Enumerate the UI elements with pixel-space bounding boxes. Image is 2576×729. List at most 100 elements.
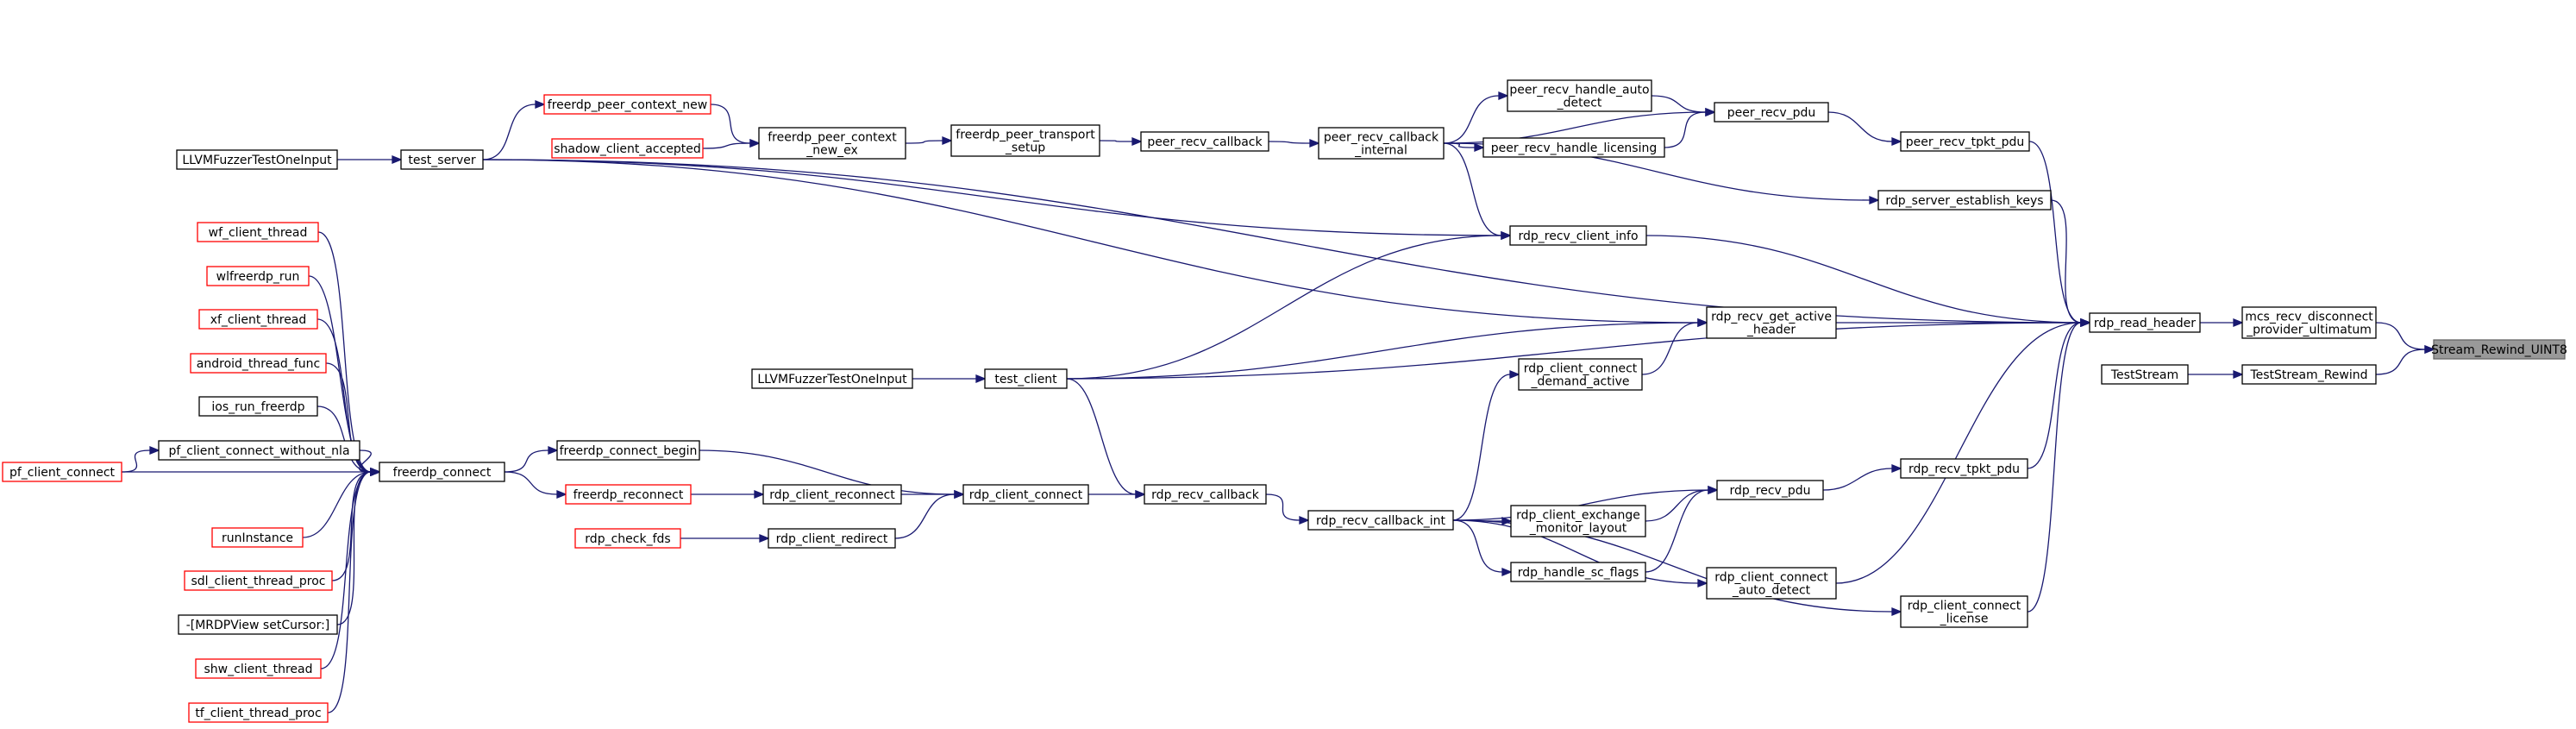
node-rdp-recv-get-active-header[interactable]: rdp_recv_get_active_header: [1706, 306, 1837, 339]
node-box: [1716, 480, 1824, 500]
edge-line: [710, 104, 751, 144]
edge-line: [1452, 519, 1699, 584]
node-rdp-client-exchange-monitor-layout[interactable]: rdp_client_exchange_monitor_layout: [1510, 505, 1646, 537]
node-rdp-recv-callback[interactable]: rdp_recv_callback: [1144, 484, 1267, 505]
node-label: -[MRDPView setCursor:]: [186, 619, 330, 632]
node-freerdp-peer-context-new-ex[interactable]: freerdp_peer_context_new_ex: [758, 127, 906, 160]
node-box: [1144, 484, 1267, 505]
node-rdp-handle-sc-flags[interactable]: rdp_handle_sc_flags: [1510, 562, 1646, 582]
node-label: rdp_recv_pdu: [1730, 484, 1811, 498]
edge-wf_client_thread-to-freerdp_connect: [317, 231, 381, 476]
edge-rdp_recv_callback_int-to-rdp_handle_sc_flags: [1452, 519, 1513, 576]
edge-line: [1066, 322, 1699, 380]
edge-line: [2050, 199, 2082, 324]
node-freerdp-peer-transport-setup[interactable]: freerdp_peer_transport_setup: [950, 124, 1100, 157]
edge-line: [482, 104, 536, 160]
node-peer-recv-pdu[interactable]: peer_recv_pdu: [1714, 102, 1829, 123]
node-rdp-client-connect-auto-detect[interactable]: rdp_client_connect_auto_detect: [1706, 567, 1837, 600]
node-label: freerdp_connect_begin: [560, 444, 698, 458]
node-box: [1140, 131, 1269, 152]
node-label: tf_client_thread_proc: [195, 707, 321, 720]
edge-line: [1835, 322, 2082, 584]
node-box: [2241, 364, 2377, 385]
node-mcs-recv-disconnect[interactable]: mcs_recv_disconnect_provider_ultimatum: [2241, 306, 2377, 339]
node-shw-client-thread[interactable]: shw_client_thread: [195, 658, 322, 679]
arrowhead-icon: [954, 490, 965, 499]
node-freerdp-connect-begin[interactable]: freerdp_connect_begin: [556, 440, 700, 461]
arrowhead-icon: [2233, 370, 2244, 379]
node-peer-recv-handle-licensing[interactable]: peer_recv_handle_licensing: [1482, 137, 1665, 158]
node-freerdp-peer-context-new[interactable]: freerdp_peer_context_new: [543, 94, 711, 115]
edge-line: [1827, 111, 1893, 142]
node-label: peer_recv_callback: [1324, 131, 1439, 145]
node-pf-client-connect[interactable]: pf_client_connect: [2, 462, 122, 482]
edge-line: [2375, 349, 2426, 375]
edge-line: [905, 140, 943, 144]
node-teststream-rewind[interactable]: TestStream_Rewind: [2241, 364, 2377, 385]
node-stream-rewind-uint8[interactable]: Stream_Rewind_UINT8: [2431, 339, 2567, 360]
node-peer-recv-callback-internal[interactable]: peer_recv_callback_internal: [1318, 127, 1445, 160]
node-rdp-recv-tpkt-pdu[interactable]: rdp_recv_tpkt_pdu: [1900, 458, 2028, 479]
edge-peer_recv_pdu-to-peer_recv_tpkt_pdu: [1827, 111, 1902, 146]
edge-tf_client_thread_proc-to-freerdp_connect: [327, 468, 381, 713]
node-rdp-recv-pdu[interactable]: rdp_recv_pdu: [1716, 480, 1824, 500]
edge-line: [1641, 322, 1699, 375]
node-box: [1706, 567, 1837, 600]
node-label: _detect: [1557, 97, 1602, 110]
node-peer-recv-tpkt-pdu[interactable]: peer_recv_tpkt_pdu: [1900, 131, 2030, 152]
node-runinstance[interactable]: runInstance: [211, 527, 304, 548]
arrowhead-icon: [556, 490, 567, 499]
arrowhead-icon: [2233, 318, 2244, 327]
edge-rdp_client_connect_auto_detect-to-rdp_read_header: [1835, 318, 2091, 584]
node-box: [2101, 364, 2189, 385]
node-rdp-client-connect-demand-active[interactable]: rdp_client_connect_demand_active: [1518, 358, 1643, 391]
node-llvm-fuzzer-client[interactable]: LLVMFuzzerTestOneInput: [751, 368, 913, 389]
node-rdp-recv-callback-int[interactable]: rdp_recv_callback_int: [1307, 510, 1454, 531]
node-rdp-check-fds[interactable]: rdp_check_fds: [574, 528, 681, 549]
node-rdp-server-establish-keys[interactable]: rdp_server_establish_keys: [1877, 190, 2052, 211]
node-android-thread-func[interactable]: android_thread_func: [190, 353, 327, 374]
node-freerdp-reconnect[interactable]: freerdp_reconnect: [565, 484, 692, 505]
node-rdp-client-connect-license[interactable]: rdp_client_connect_license: [1900, 595, 2028, 628]
arrowhead-icon: [1891, 137, 1902, 146]
node-ios-run-freerdp[interactable]: ios_run_freerdp: [198, 396, 318, 417]
node-wlfreerdp-run[interactable]: wlfreerdp_run: [206, 266, 310, 286]
node-pf-client-connect-without-nla[interactable]: pf_client_connect_without_nla: [158, 440, 360, 461]
node-label: test_client: [994, 373, 1057, 386]
edge-line: [1443, 142, 1502, 236]
edge-line: [359, 449, 372, 473]
node-box: [2089, 312, 2201, 333]
node-peer-recv-handle-auto-detect[interactable]: peer_recv_handle_auto_detect: [1507, 79, 1652, 112]
node-label: LLVMFuzzerTestOneInput: [182, 154, 332, 167]
edge-teststream-to-teststream_rewind: [2188, 370, 2244, 379]
node-rdp-read-header[interactable]: rdp_read_header: [2089, 312, 2201, 333]
node-llvm-fuzzer-server[interactable]: LLVMFuzzerTestOneInput: [176, 149, 338, 170]
node-box: [2, 462, 122, 482]
node-wf-client-thread[interactable]: wf_client_thread: [197, 222, 319, 242]
edge-line: [1268, 141, 1311, 144]
edge-teststream_rewind-to-stream_rewind_uint8: [2375, 345, 2435, 375]
node-tf-client-thread-proc[interactable]: tf_client_thread_proc: [188, 702, 329, 723]
node-test-server[interactable]: test_server: [400, 149, 484, 170]
node-xf-client-thread[interactable]: xf_client_thread: [198, 309, 318, 330]
node-box: [206, 266, 310, 286]
node-rdp-recv-client-info[interactable]: rdp_recv_client_info: [1509, 225, 1647, 246]
node-label: Stream_Rewind_UINT8: [2431, 343, 2567, 357]
edge-freerdp_peer_context_new_ex-to-freerdp_peer_transport_setup: [905, 136, 953, 145]
arrowhead-icon: [548, 446, 559, 455]
node-label: TestStream: [2110, 368, 2178, 382]
node-freerdp-connect[interactable]: freerdp_connect: [379, 462, 505, 482]
node-shadow-client-accepted[interactable]: shadow_client_accepted: [551, 138, 704, 159]
node-sdl-client-thread-proc[interactable]: sdl_client_thread_proc: [184, 570, 333, 591]
node-rdp-client-connect[interactable]: rdp_client_connect: [962, 484, 1089, 505]
node-peer-recv-callback[interactable]: peer_recv_callback: [1140, 131, 1269, 152]
node-mrdpview-setcursor[interactable]: -[MRDPView setCursor:]: [178, 614, 338, 635]
node-teststream[interactable]: TestStream: [2101, 364, 2189, 385]
node-label: rdp_client_connect: [1524, 362, 1638, 376]
edge-rdp_recv_pdu-to-rdp_recv_tpkt_pdu: [1822, 464, 1902, 491]
node-box: [962, 484, 1089, 505]
node-rdp-client-redirect[interactable]: rdp_client_redirect: [768, 528, 896, 549]
node-rdp-client-reconnect[interactable]: rdp_client_reconnect: [762, 484, 902, 505]
node-test-client[interactable]: test_client: [984, 368, 1068, 389]
arrowhead-icon: [1501, 568, 1513, 576]
